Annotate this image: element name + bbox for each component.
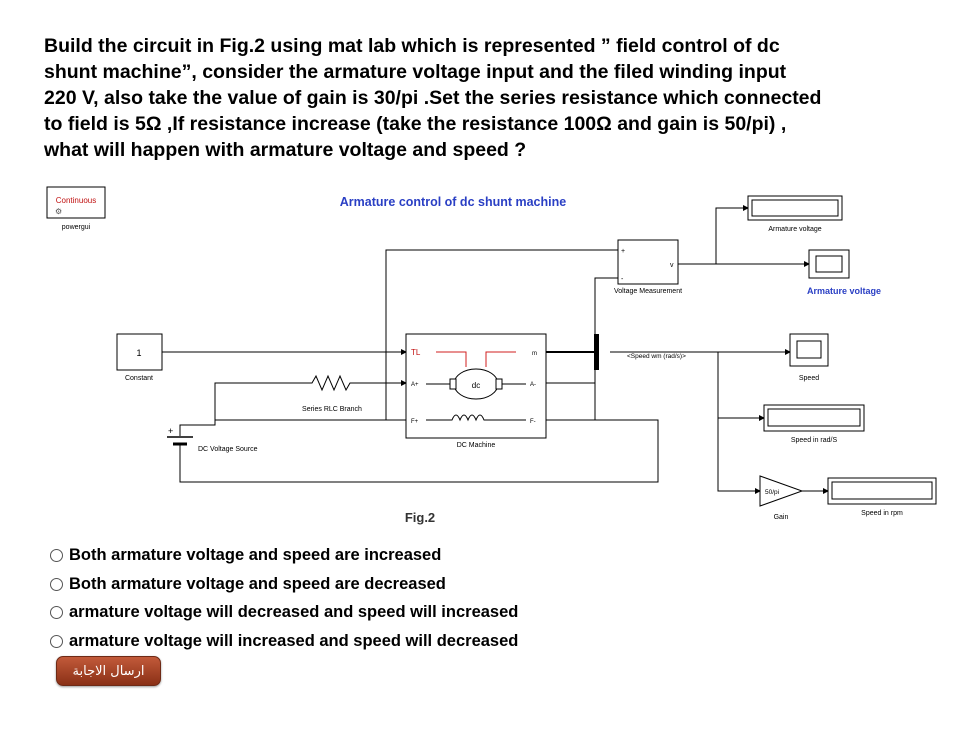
option-label: Both armature voltage and speed are incr…: [69, 545, 442, 564]
dc-source-label: DC Voltage Source: [198, 446, 258, 453]
question-line: 220 V, also take the value of gain is 30…: [44, 87, 822, 109]
powergui-label: powergui: [62, 224, 91, 231]
constant-label: Constant: [125, 375, 153, 382]
gain-value: 50/pi: [765, 489, 779, 496]
figure-caption: Fig.2: [405, 510, 435, 525]
display-armature-voltage[interactable]: Armature voltage: [747, 195, 843, 233]
option-2[interactable]: Both armature voltage and speed are decr…: [50, 570, 518, 599]
question-line: what will happen with armature voltage a…: [44, 139, 527, 161]
question-text: Build the circuit in Fig.2 using mat lab…: [44, 33, 949, 163]
voltage-measurement-block[interactable]: + - v Voltage Measurement: [614, 239, 682, 295]
wires: [162, 205, 829, 494]
scope-armature-voltage[interactable]: Armature voltage: [807, 249, 881, 296]
speed-signal-label: <Speed wm (rad/s)>: [627, 353, 686, 360]
option-3[interactable]: armature voltage will decreased and spee…: [50, 598, 518, 627]
bus-selector[interactable]: [594, 334, 599, 370]
display-speed-rpm-label: Speed in rpm: [861, 510, 903, 517]
series-rlc-block[interactable]: Series RLC Branch: [293, 374, 372, 413]
dc-voltage-source[interactable]: + DC Voltage Source: [167, 426, 258, 454]
scope-armature-label: Armature voltage: [807, 286, 881, 296]
radio-button[interactable]: [50, 606, 63, 620]
option-4[interactable]: armature voltage will increased and spee…: [50, 627, 518, 656]
gain-label: Gain: [774, 514, 789, 521]
powergui-mode: Continuous: [56, 196, 96, 205]
option-1[interactable]: Both armature voltage and speed are incr…: [50, 541, 518, 570]
dc-machine-block[interactable]: TL m A+ A- F+ F- dc DC Machine: [405, 333, 547, 449]
scope-speed-label: Speed: [799, 375, 819, 382]
powergui-icon: ⚙: [55, 207, 62, 216]
simulink-diagram: Armature control of dc shunt machine Con…: [46, 186, 937, 525]
port-tl: TL: [411, 348, 421, 357]
port-a-minus: A-: [530, 382, 536, 388]
display-armature-label: Armature voltage: [768, 226, 821, 233]
question-line: to field is 5Ω ,If resistance increase (…: [44, 113, 787, 135]
port-f-plus: F+: [411, 419, 419, 425]
option-label: armature voltage will decreased and spee…: [69, 603, 519, 622]
powergui-block[interactable]: Continuous ⚙ powergui: [46, 186, 106, 231]
radio-button[interactable]: [50, 634, 63, 648]
vm-out: v: [670, 262, 674, 269]
answer-options: Both armature voltage and speed are incr…: [50, 541, 518, 656]
constant-value: 1: [136, 348, 141, 358]
submit-label: ارسال الاجابة: [72, 663, 145, 679]
vm-plus: +: [621, 248, 625, 255]
option-label: armature voltage will increased and spee…: [69, 631, 519, 650]
diagram-title: Armature control of dc shunt machine: [340, 195, 566, 209]
constant-block[interactable]: 1 Constant: [116, 333, 163, 382]
scope-speed[interactable]: Speed: [789, 333, 829, 382]
display-speed-rad[interactable]: Speed in rad/S: [763, 404, 865, 444]
display-speed-rpm[interactable]: Speed in rpm: [827, 477, 937, 517]
option-label: Both armature voltage and speed are decr…: [69, 574, 446, 593]
submit-answer-button[interactable]: ارسال الاجابة: [56, 656, 161, 686]
port-a-plus: A+: [411, 382, 419, 388]
vm-minus: -: [621, 276, 624, 283]
rlc-label: Series RLC Branch: [302, 406, 362, 413]
source-plus: +: [168, 426, 173, 436]
radio-button[interactable]: [50, 577, 63, 591]
question-line: shunt machine”, consider the armature vo…: [44, 61, 787, 83]
gain-block[interactable]: 50/pi Gain: [759, 475, 804, 521]
display-speed-rad-label: Speed in rad/S: [791, 437, 838, 444]
machine-dc-text: dc: [472, 381, 480, 390]
question-line: Build the circuit in Fig.2 using mat lab…: [44, 35, 780, 57]
port-m: m: [532, 351, 537, 357]
vm-label: Voltage Measurement: [614, 288, 682, 295]
port-f-minus: F-: [530, 419, 536, 425]
dc-machine-label: DC Machine: [457, 442, 496, 449]
radio-button[interactable]: [50, 548, 63, 562]
